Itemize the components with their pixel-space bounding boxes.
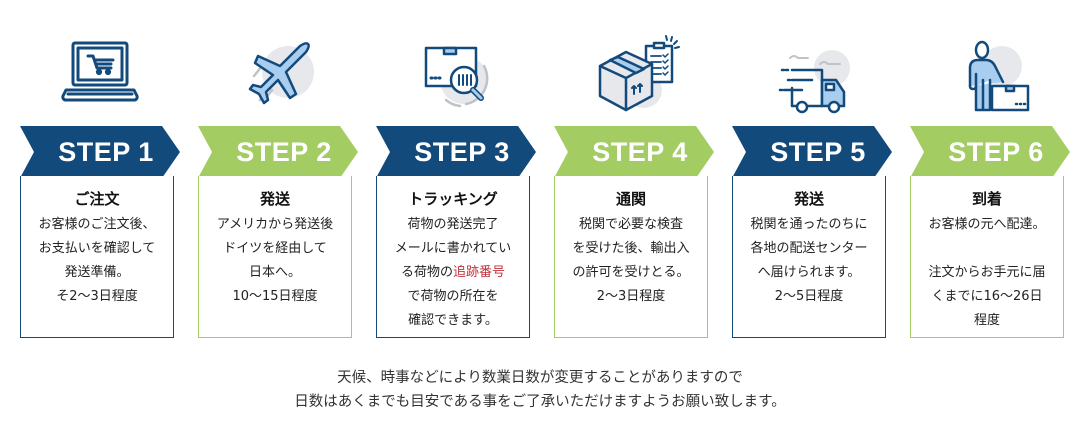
step-4: STEP 4 通関 税関で必要な検査 を受けた後、輸出入 の許可を受けとる。 2… xyxy=(554,0,714,340)
step-text-line: 荷物の発送完了 xyxy=(407,217,499,232)
step-text-line: 2〜3日程度 xyxy=(596,289,666,304)
step-banner: STEP 6 xyxy=(910,126,1070,178)
step-card: 発送 アメリカから発送後 ドイツを経由して 日本へ。 10〜15日程度 xyxy=(198,176,352,338)
laptop-cart-icon xyxy=(50,28,150,118)
step-text-line: 10〜15日程度 xyxy=(232,289,318,304)
step-banner: STEP 1 xyxy=(20,126,180,178)
step-banner: STEP 3 xyxy=(376,126,536,178)
step-text-line: 日本へ。 xyxy=(248,265,301,280)
step-text-line: そ2〜3日程度 xyxy=(56,289,138,304)
step-title: ご注文 xyxy=(74,190,120,208)
step-text-line: る荷物の追跡番号 xyxy=(377,261,529,285)
step-title: トラッキング xyxy=(408,190,498,208)
step-text-line: 税関で必要な検査 xyxy=(578,217,683,232)
step-card: 発送 税関を通ったのちに 各地の配送センター へ届けられます。 2〜5日程度 xyxy=(732,176,886,338)
step-text-line: 各地の配送センター xyxy=(750,241,868,256)
step-text-line: 注文からお手元に届 xyxy=(928,265,1046,280)
step-banner: STEP 4 xyxy=(554,126,714,178)
step-text-line: お客様の元へ配達。 xyxy=(928,217,1046,232)
step-text-line: の許可を受けとる。 xyxy=(572,265,690,280)
step-label: STEP 3 xyxy=(414,137,510,167)
step-card: 到着 お客様の元へ配達。 注文からお手元に届 くまでに16〜26日 程度 xyxy=(910,176,1064,338)
step-2: STEP 2 発送 アメリカから発送後 ドイツを経由して 日本へ。 10〜15日… xyxy=(198,0,358,340)
step-label: STEP 2 xyxy=(236,137,332,167)
step-text-segment: る荷物の xyxy=(400,265,453,280)
step-title: 発送 xyxy=(259,190,290,208)
step-text-line: へ届けられます。 xyxy=(757,265,861,280)
step-text-line: 程度 xyxy=(973,313,1000,328)
notice-line: 日数はあくまでも目安である事をご了承いただけますようお願い致します。 xyxy=(294,394,786,410)
step-banner: STEP 5 xyxy=(732,126,892,178)
step-text-line: アメリカから発送後 xyxy=(216,217,334,232)
step-label: STEP 4 xyxy=(592,137,688,167)
step-6: STEP 6 到着 お客様の元へ配達。 注文からお手元に届 くまでに16〜26日… xyxy=(910,0,1070,340)
step-card: ご注文 お客様のご注文後、 お支払いを確認して 発送準備。 そ2〜3日程度 xyxy=(20,176,174,338)
step-text-line: で荷物の所在を xyxy=(407,289,499,304)
step-banner: STEP 2 xyxy=(198,126,358,178)
person-package-icon xyxy=(940,28,1040,118)
airplane-icon xyxy=(228,28,328,118)
step-text-line: ドイツを経由して xyxy=(223,241,327,256)
step-text-line: メールに書かれてい xyxy=(394,241,512,256)
step-text-line: くまでに16〜26日 xyxy=(931,289,1043,304)
step-title: 発送 xyxy=(793,190,824,208)
step-text-line: 確認できます。 xyxy=(408,313,498,328)
step-card: トラッキング 荷物の発送完了 メールに書かれてい る荷物の追跡番号 で荷物の所在… xyxy=(376,176,530,338)
step-1: STEP 1 ご注文 お客様のご注文後、 お支払いを確認して 発送準備。 そ2〜… xyxy=(20,0,180,340)
step-text-line: 税関を通ったのちに xyxy=(750,217,868,232)
disclaimer-notice: 天候、時事などにより数業日数が変更することがありますので 日数はあくまでも目安で… xyxy=(0,366,1080,414)
step-text-line xyxy=(911,237,1063,261)
step-title: 通関 xyxy=(615,190,646,208)
step-card: 通関 税関で必要な検査 を受けた後、輸出入 の許可を受けとる。 2〜3日程度 xyxy=(554,176,708,338)
step-label: STEP 6 xyxy=(948,137,1044,167)
package-search-icon xyxy=(406,28,506,118)
step-label: STEP 5 xyxy=(770,137,866,167)
notice-line: 天候、時事などにより数業日数が変更することがありますので xyxy=(337,370,743,386)
step-3: STEP 3 トラッキング 荷物の発送完了 メールに書かれてい る荷物の追跡番号… xyxy=(376,0,536,340)
step-text-line: 発送準備。 xyxy=(64,265,130,280)
step-text-line: 2〜5日程度 xyxy=(774,289,844,304)
step-label: STEP 1 xyxy=(58,137,154,167)
step-text-line: お支払いを確認して xyxy=(38,241,156,256)
step-title: 到着 xyxy=(971,190,1002,208)
step-text-line: を受けた後、輸出入 xyxy=(572,241,690,256)
step-text-line: お客様のご注文後、 xyxy=(38,217,156,232)
box-clipboard-icon xyxy=(584,28,684,118)
tracking-number-highlight: 追跡番号 xyxy=(453,265,506,280)
step-5: STEP 5 発送 税関を通ったのちに 各地の配送センター へ届けられます。 2… xyxy=(732,0,892,340)
delivery-truck-icon xyxy=(762,28,862,118)
